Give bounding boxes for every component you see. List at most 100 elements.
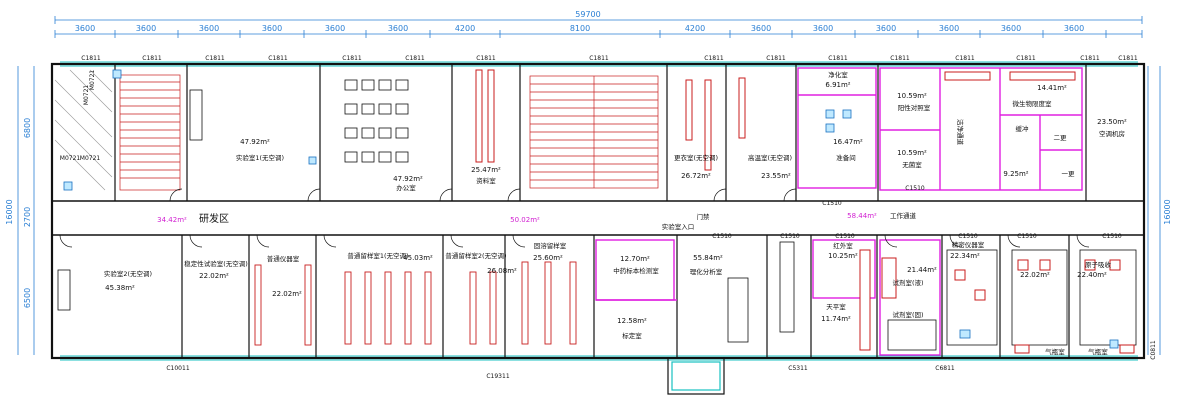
dim-label: 3600 bbox=[876, 24, 896, 33]
partitions-bottom bbox=[181, 235, 1070, 358]
room-area: 14.41m² bbox=[1037, 84, 1067, 92]
window-label: C1811 bbox=[955, 55, 975, 62]
dim-label: 4200 bbox=[685, 24, 705, 33]
room-name: 无菌室 bbox=[902, 160, 922, 169]
sample-shelves bbox=[254, 261, 577, 346]
bottom-window-labels: C10011 C19311 C5311 C6811 C0811 bbox=[166, 340, 1157, 380]
dim-label: 3600 bbox=[325, 24, 345, 33]
dim-label: 2700 bbox=[23, 207, 32, 227]
room-area: 45.38m² bbox=[105, 284, 135, 292]
room-name: 原子吸收 bbox=[1085, 260, 1112, 269]
dim-label: 3600 bbox=[136, 24, 156, 33]
window-label: C1811 bbox=[1016, 55, 1036, 62]
room-area: 22.34m² bbox=[950, 252, 980, 260]
room-name: 办公室 bbox=[396, 183, 416, 192]
stair-left bbox=[119, 74, 181, 191]
lab-benches bbox=[57, 89, 1137, 351]
room-name: 研发区 bbox=[199, 212, 229, 225]
outer-walls bbox=[50, 62, 1146, 360]
top-window-labels: C1811 C1811 C1811 C1811 C1811 C1811 C181… bbox=[81, 55, 1138, 62]
room-area: 55.84m² bbox=[693, 254, 723, 262]
room-area: 10.59m² bbox=[897, 149, 927, 157]
room-area: 10.25m² bbox=[828, 252, 858, 260]
room-name: 工作通道 bbox=[890, 211, 917, 220]
clean-room-walls bbox=[595, 67, 1083, 356]
room-name: 二更 bbox=[1054, 134, 1068, 142]
window-label: C1811 bbox=[766, 55, 786, 62]
dim-label: 3600 bbox=[751, 24, 771, 33]
dim-label: 8100 bbox=[570, 24, 590, 33]
room-name: 试剂室(固) bbox=[892, 310, 923, 319]
dim-label: 3600 bbox=[1064, 24, 1084, 33]
room-name: 阳性对照室 bbox=[898, 103, 931, 112]
room-area: 34.42m² bbox=[157, 216, 187, 224]
room-name: 资料室 bbox=[476, 176, 496, 185]
top-tick-marks bbox=[54, 16, 1143, 38]
dim-label: 6800 bbox=[23, 118, 32, 138]
room-name: 精密仪器室 bbox=[952, 240, 985, 249]
dim-label: 16000 bbox=[1163, 199, 1172, 224]
room-area: 6.91m² bbox=[825, 81, 850, 89]
window-label: C5311 bbox=[788, 365, 808, 372]
equipment-cyan bbox=[63, 69, 1119, 349]
dim-label: 3600 bbox=[1001, 24, 1021, 33]
window-label: C1811 bbox=[81, 55, 101, 62]
room-name: 净化室 bbox=[828, 70, 848, 79]
room-area: 22.02m² bbox=[272, 290, 302, 298]
room-name: 试剂室(液) bbox=[892, 278, 923, 287]
room-name: 普通仪器室 bbox=[267, 254, 300, 263]
room-area: 9.25m² bbox=[1003, 170, 1028, 178]
room-area: 23.50m² bbox=[1097, 118, 1127, 126]
room-area: 12.58m² bbox=[617, 317, 647, 325]
door-label: M0721 bbox=[83, 85, 90, 106]
window-label: C1510 bbox=[1017, 233, 1037, 240]
door-label: M0721 bbox=[80, 155, 101, 162]
room-name: 空调机房 bbox=[1099, 129, 1125, 138]
room-area: 45.03m² bbox=[403, 254, 433, 262]
window-label: C1510 bbox=[1102, 233, 1122, 240]
room-name: 门禁 bbox=[697, 212, 711, 221]
window-label: C1811 bbox=[142, 55, 162, 62]
window-label: C1811 bbox=[890, 55, 910, 62]
room-area: 26.72m² bbox=[681, 172, 711, 180]
dimension-lines bbox=[17, 19, 1161, 355]
door-label: M0721 bbox=[60, 155, 81, 162]
room-name: 实验室2(无空调) bbox=[104, 269, 152, 278]
dim-label: 3600 bbox=[75, 24, 95, 33]
stair-center bbox=[529, 75, 659, 189]
window-label: C1811 bbox=[342, 55, 362, 62]
window-label: C1811 bbox=[1118, 55, 1138, 62]
equipment-red bbox=[859, 71, 1135, 354]
room-name: 天平室 bbox=[826, 302, 846, 311]
room-name: 普通留样室2(无空调) bbox=[445, 251, 506, 260]
window-label: C10011 bbox=[166, 365, 189, 372]
window-label: C19311 bbox=[486, 373, 509, 380]
window-label: C1811 bbox=[704, 55, 724, 62]
room-name: 中药标本检测室 bbox=[613, 266, 659, 275]
room-name: 稳定性试验室(无空调) bbox=[184, 259, 248, 268]
dim-label: 3600 bbox=[388, 24, 408, 33]
corridor-window-labels: C1510 C1510 C1510 C1510 C1510 C1510 C151… bbox=[712, 185, 1122, 240]
room-name: 理化分析室 bbox=[690, 267, 723, 276]
room-area: 26.08m² bbox=[487, 267, 517, 275]
room-area: 22.02m² bbox=[1020, 271, 1050, 279]
room-area: 50.02m² bbox=[510, 216, 540, 224]
room-labels: 47.92m² 实验室1(无空调) 47.92m² 办公室 25.47m² 资料… bbox=[104, 70, 1127, 356]
room-name: 微生物限度室 bbox=[1013, 99, 1053, 108]
room-name: 红外室 bbox=[833, 241, 853, 250]
window-label: C1811 bbox=[828, 55, 848, 62]
total-width-label: 59700 bbox=[575, 10, 600, 19]
room-area: 12.70m² bbox=[620, 255, 650, 263]
dim-label: 3600 bbox=[939, 24, 959, 33]
window-label: C1510 bbox=[958, 233, 978, 240]
room-area: 22.40m² bbox=[1077, 271, 1107, 279]
room-area: 25.60m² bbox=[533, 254, 563, 262]
window-label: C1510 bbox=[905, 185, 925, 192]
room-area: 21.44m² bbox=[907, 266, 937, 274]
room-name: 洁净通道 bbox=[956, 119, 965, 146]
room-name: 缓冲 bbox=[1016, 124, 1030, 133]
room-area: 47.92m² bbox=[240, 138, 270, 146]
window-label: C1811 bbox=[1080, 55, 1100, 62]
room-name: 气瓶室 bbox=[1088, 347, 1108, 356]
